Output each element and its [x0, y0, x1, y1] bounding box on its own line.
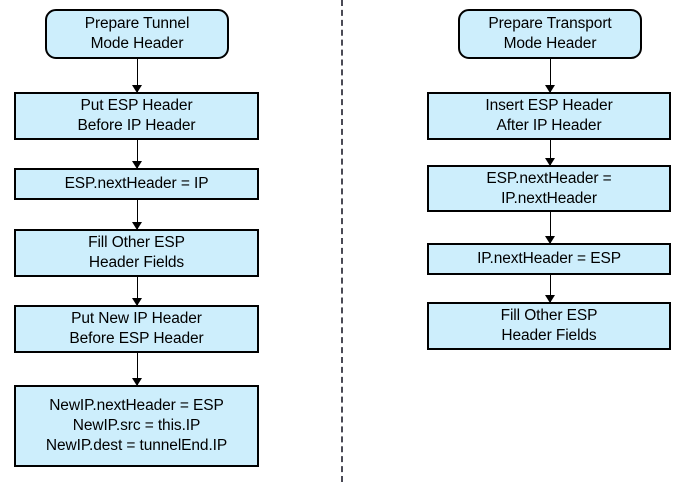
- arrow-shaft: [137, 200, 138, 229]
- arrow-head: [545, 295, 556, 303]
- arrow-shaft: [137, 353, 138, 385]
- arrow-head: [132, 161, 143, 169]
- arrow-head: [545, 158, 556, 166]
- arrow-head: [132, 222, 143, 230]
- arrow-shaft: [550, 212, 551, 243]
- node-tunnel-step-3[interactable]: Fill Other ESP Header Fields: [14, 229, 259, 277]
- arrow-shaft: [137, 59, 138, 92]
- node-tunnel-step-5[interactable]: NewIP.nextHeader = ESP NewIP.src = this.…: [14, 385, 259, 467]
- node-transport-step-1[interactable]: Insert ESP Header After IP Header: [427, 92, 671, 140]
- node-tunnel-start[interactable]: Prepare Tunnel Mode Header: [45, 9, 229, 59]
- arrow-shaft: [137, 140, 138, 168]
- node-transport-step-3[interactable]: IP.nextHeader = ESP: [427, 243, 671, 275]
- arrow-head: [132, 298, 143, 306]
- node-transport-step-2[interactable]: ESP.nextHeader = IP.nextHeader: [427, 165, 671, 212]
- node-tunnel-step-4[interactable]: Put New IP Header Before ESP Header: [14, 305, 259, 353]
- arrow-shaft: [137, 277, 138, 305]
- node-tunnel-step-2[interactable]: ESP.nextHeader = IP: [14, 168, 259, 200]
- arrow-head: [132, 85, 143, 93]
- node-tunnel-step-1[interactable]: Put ESP Header Before IP Header: [14, 92, 259, 140]
- arrow-head: [545, 236, 556, 244]
- node-transport-step-4[interactable]: Fill Other ESP Header Fields: [427, 302, 671, 350]
- arrow-head: [545, 85, 556, 93]
- arrow-head: [132, 378, 143, 386]
- arrow-shaft: [550, 275, 551, 302]
- column-divider: [341, 0, 343, 482]
- node-transport-start[interactable]: Prepare Transport Mode Header: [458, 9, 642, 59]
- arrow-shaft: [550, 140, 551, 165]
- arrow-shaft: [550, 59, 551, 92]
